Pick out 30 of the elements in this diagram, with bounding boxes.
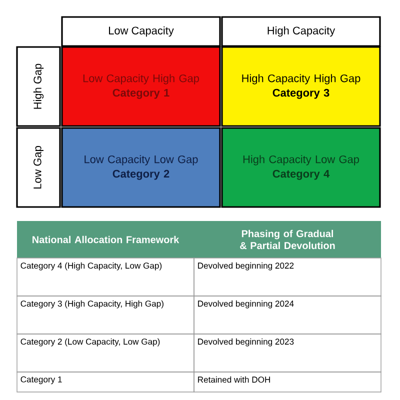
node-label: Low Capacity High Gap (83, 74, 199, 84)
header-cell: Phasing of Gradual & Partial Devolution (194, 221, 381, 258)
node-label: High Capacity Low Gap (243, 155, 359, 166)
node-label: Low Capacity (109, 26, 174, 37)
table-cell: Category 3 (High Capacity, High Gap) (16, 296, 194, 334)
node-label: High Capacity (268, 26, 336, 37)
category-cell (221, 46, 381, 127)
node-label: High Capacity High Gap (242, 74, 360, 84)
table-cell: Category 1 (16, 372, 194, 392)
column-header (61, 16, 221, 47)
row-header (16, 127, 61, 208)
node-label: Low Gap (34, 146, 44, 189)
node-label: Category 4 (272, 170, 330, 180)
column-header (221, 16, 381, 47)
category-cell (221, 127, 381, 208)
table-cell: Category 2 (Low Capacity, Low Gap) (16, 334, 194, 372)
node-label: Category 3 (272, 88, 330, 99)
node-label: Low Capacity Low Gap (84, 155, 198, 166)
table-cell: Devolved beginning 2023 (194, 334, 382, 372)
row-header (16, 46, 61, 127)
table-cell: Devolved beginning 2024 (194, 296, 382, 334)
category-cell (61, 127, 221, 208)
header-cell: National Allocation Framework (17, 221, 194, 258)
node-label: Category 2 (112, 170, 170, 180)
table-cell: Devolved beginning 2022 (194, 258, 382, 296)
node-label: High Gap (33, 64, 44, 109)
node-label: Category 1 (112, 88, 170, 99)
table-cell: Retained with DOH (194, 372, 382, 392)
category-cell (61, 46, 221, 127)
table-cell: Category 4 (High Capacity, Low Gap) (16, 258, 194, 296)
